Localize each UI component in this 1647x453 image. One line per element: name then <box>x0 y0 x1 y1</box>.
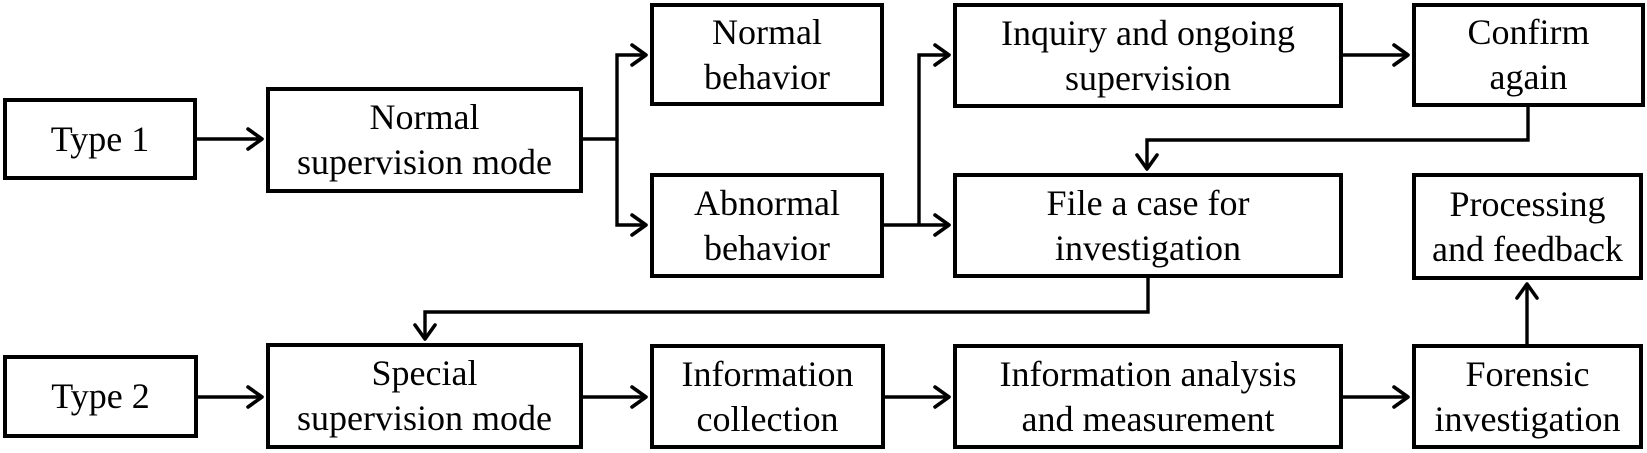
edge-file-case-to-special-supervision <box>413 278 1150 341</box>
node-information-collection: Information collection <box>650 344 885 449</box>
node-information-analysis-and-measurement: Information analysis and measurement <box>953 344 1343 449</box>
node-forensic-investigation: Forensic investigation <box>1412 344 1643 449</box>
edge-normal-supervision-to-normal-behavior <box>583 43 648 141</box>
node-normal-supervision-mode: Normal supervision mode <box>266 87 583 193</box>
edge-normal-supervision-to-abnormal-behavior <box>615 139 648 237</box>
node-type-2: Type 2 <box>3 355 198 438</box>
node-normal-behavior: Normal behavior <box>650 3 884 106</box>
node-confirm-again: Confirm again <box>1412 3 1645 107</box>
node-file-a-case-for-investigation: File a case for investigation <box>953 173 1343 278</box>
node-inquiry-and-ongoing-supervision: Inquiry and ongoing supervision <box>953 3 1343 108</box>
node-processing-and-feedback: Processing and feedback <box>1412 173 1643 280</box>
edge-abnormal-behavior-to-inquiry <box>917 43 951 225</box>
edge-confirm-again-to-file-case <box>1135 107 1530 171</box>
node-special-supervision-mode: Special supervision mode <box>266 343 583 449</box>
node-type-1: Type 1 <box>3 98 197 180</box>
node-abnormal-behavior: Abnormal behavior <box>650 173 884 278</box>
